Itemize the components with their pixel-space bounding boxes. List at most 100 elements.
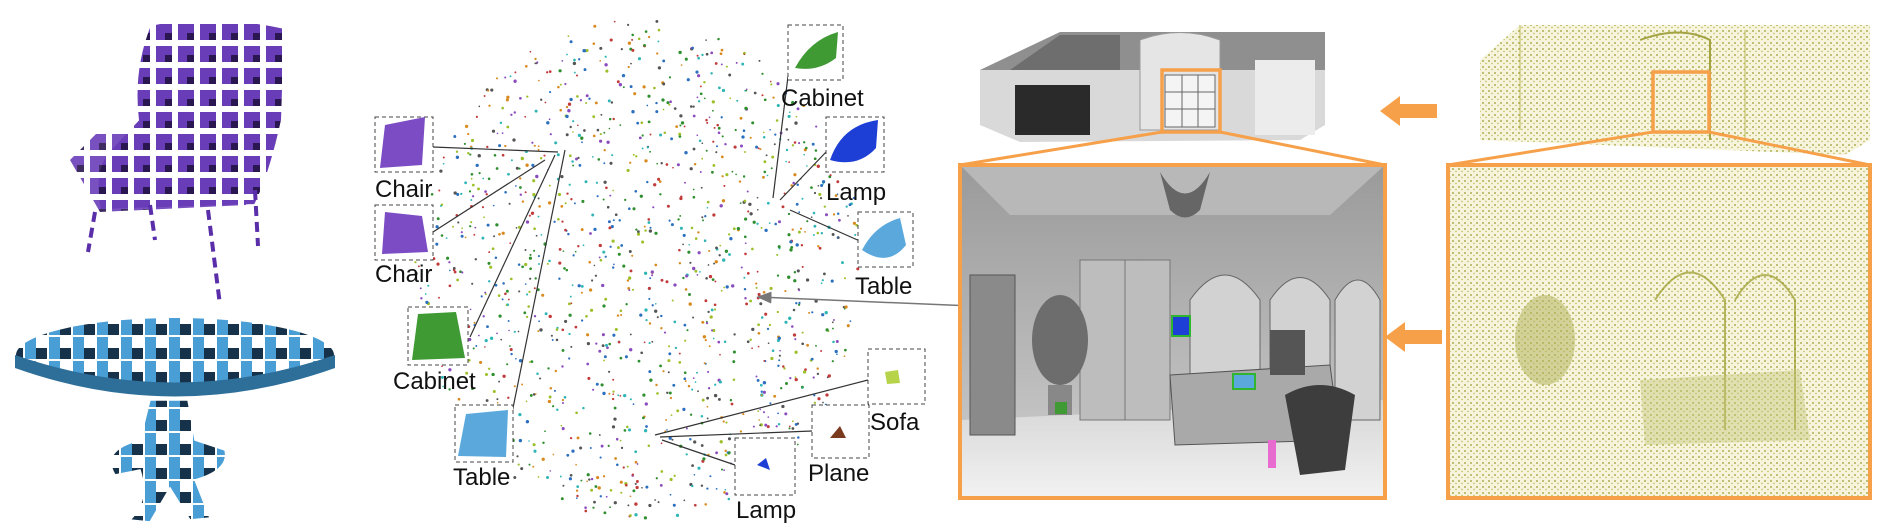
- scatter-point: [487, 280, 491, 283]
- scatter-point: [486, 325, 489, 328]
- leader-lines: [432, 59, 869, 466]
- scatter-point: [825, 393, 829, 397]
- scatter-point: [685, 453, 688, 456]
- scatter-point: [743, 276, 746, 279]
- scatter-point: [601, 333, 605, 337]
- scatter-point: [685, 427, 688, 430]
- scatter-point: [637, 57, 642, 61]
- scatter-point: [759, 383, 763, 387]
- scatter-point: [616, 314, 620, 317]
- scatter-point: [484, 190, 487, 193]
- scatter-point: [692, 195, 696, 199]
- patch-thumb-table-right: [857, 211, 914, 268]
- scatter-point: [513, 385, 516, 388]
- scatter-point: [625, 303, 628, 306]
- checker-table-shape: [14, 316, 336, 523]
- scatter-point: [651, 340, 654, 343]
- scatter-point: [670, 223, 674, 227]
- scatter-point: [644, 159, 648, 163]
- scatter-point: [591, 213, 595, 217]
- scatter-point: [775, 425, 778, 428]
- scatter-point: [810, 357, 814, 361]
- scatter-point: [760, 316, 764, 319]
- scatter-point: [549, 470, 552, 472]
- scatter-point: [707, 387, 711, 390]
- scatter-point: [732, 360, 736, 364]
- scatter-point: [744, 106, 748, 111]
- scatter-point: [564, 82, 567, 86]
- scatter-point: [821, 279, 824, 282]
- scatter-point: [788, 425, 791, 428]
- scatter-point: [798, 142, 801, 145]
- scatter-point: [599, 133, 602, 136]
- scatter-point: [620, 491, 623, 494]
- scatter-point: [846, 324, 850, 328]
- scatter-point: [755, 286, 758, 289]
- scatter-point: [592, 506, 595, 509]
- scatter-point: [455, 155, 460, 159]
- scatter-point: [446, 256, 450, 260]
- scatter-point: [725, 173, 729, 177]
- scatter-point: [475, 115, 478, 118]
- patch-thumb-chair-1: [374, 116, 434, 173]
- scatter-point: [682, 243, 684, 246]
- scatter-point: [830, 279, 834, 283]
- scatter-point: [678, 248, 681, 252]
- scatter-point: [791, 427, 795, 430]
- scatter-point: [634, 189, 638, 193]
- scatter-point: [637, 230, 640, 233]
- scatter-point: [609, 194, 612, 197]
- scatter-point: [820, 350, 823, 352]
- scatter-point: [653, 86, 656, 90]
- scatter-point: [565, 133, 569, 137]
- scatter-point: [760, 394, 763, 397]
- scatter-point: [616, 463, 619, 467]
- scatter-point: [540, 98, 543, 101]
- scatter-point: [634, 460, 638, 464]
- scatter-point: [701, 459, 705, 463]
- scatter-point: [563, 395, 567, 399]
- scatter-point: [641, 147, 644, 150]
- scatter-point: [662, 108, 665, 111]
- scatter-point: [691, 464, 694, 467]
- scatter-point: [641, 134, 644, 137]
- scatter-point: [588, 97, 591, 100]
- scatter-point: [536, 61, 539, 64]
- scatter-point: [692, 114, 696, 118]
- scatter-point: [706, 487, 709, 490]
- scatter-point: [757, 345, 760, 348]
- scatter-point: [712, 163, 716, 167]
- scatter-point: [643, 429, 648, 433]
- scatter-point: [543, 154, 546, 157]
- scatter-point: [537, 330, 540, 333]
- scatter-point: [653, 183, 657, 187]
- scatter-point: [532, 393, 536, 396]
- scatter-point: [725, 421, 728, 424]
- scatter-point: [569, 295, 572, 298]
- scatter-point: [460, 234, 464, 238]
- scatter-point: [677, 218, 680, 221]
- scatter-point: [632, 207, 636, 211]
- scatter-point: [574, 325, 578, 329]
- scatter-point: [505, 289, 509, 293]
- scatter-point: [548, 70, 552, 73]
- scatter-point: [576, 485, 580, 488]
- scatter-point: [789, 240, 793, 244]
- scatter-point: [520, 467, 524, 471]
- scatter-point: [725, 285, 729, 289]
- scatter-point: [793, 279, 797, 283]
- scatter-point: [693, 503, 697, 507]
- scatter-point: [525, 163, 529, 167]
- scatter-point: [791, 101, 795, 105]
- mesh-zoom-line-left: [959, 130, 1163, 167]
- scatter-point: [655, 19, 659, 23]
- scatter-point: [487, 89, 490, 92]
- scatter-point: [654, 309, 658, 313]
- scatter-point: [794, 121, 798, 125]
- scatter-point: [836, 236, 839, 239]
- scatter-point: [602, 304, 606, 308]
- scatter-point: [813, 224, 817, 228]
- scatter-point: [696, 134, 699, 137]
- scatter-point: [548, 314, 552, 319]
- scatter-point: [782, 94, 785, 97]
